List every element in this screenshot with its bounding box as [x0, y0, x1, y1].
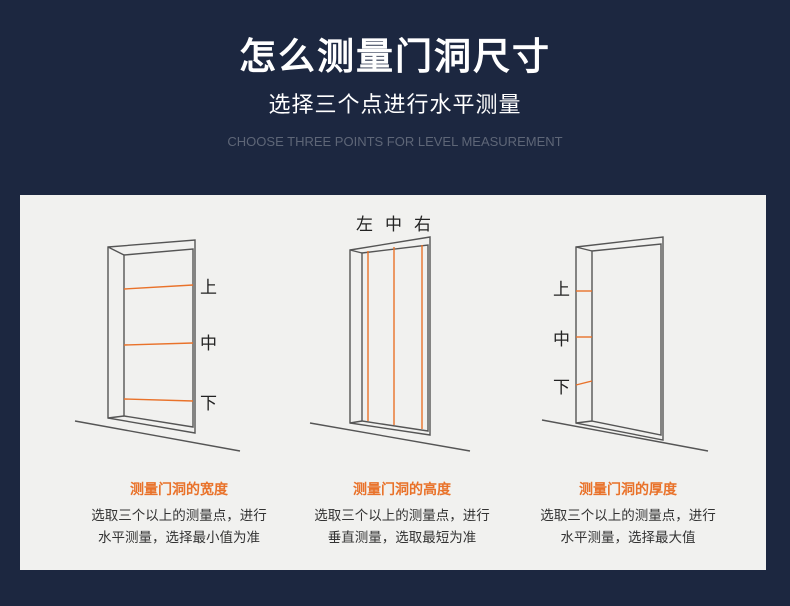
mark-right: 右	[414, 215, 431, 235]
frame-bottom-depth	[575, 420, 593, 424]
frame-bottom-depth	[107, 415, 125, 419]
floor-line	[309, 422, 471, 452]
diagram-width	[74, 239, 241, 452]
caption-thickness: 测量门洞的厚度 选取三个以上的测量点，进行 水平测量，选择最大值	[513, 479, 743, 549]
caption-line: 水平测量，选择最小值为准	[98, 530, 260, 546]
mark-bottom: 下	[553, 378, 570, 398]
floor-line	[541, 419, 709, 452]
door-frame-outer	[575, 236, 664, 441]
floor-line	[74, 420, 241, 452]
header: 怎么测量门洞尺寸 选择三个点进行水平测量 CHOOSE THREE POINTS…	[0, 0, 790, 190]
diagram-thickness	[541, 236, 709, 452]
door-diagrams: 上 中 下 左 中 右 上 中 下	[74, 215, 709, 452]
page-subtitle: 选择三个点进行水平测量	[268, 93, 522, 118]
mark-left: 左	[356, 215, 373, 235]
caption-line: 选取三个以上的测量点，进行	[314, 508, 490, 524]
mark-top: 上	[553, 280, 570, 300]
measure-line-bottom	[575, 380, 593, 386]
caption-width: 测量门洞的宽度 选取三个以上的测量点，进行 水平测量，选择最小值为准	[64, 479, 294, 549]
frame-bottom-depth	[349, 420, 363, 424]
measure-line-bottom	[123, 398, 194, 402]
frame-top-depth	[349, 249, 363, 254]
caption-height: 测量门洞的高度 选取三个以上的测量点，进行 垂直测量，选取最短为准	[287, 479, 517, 549]
caption-title: 测量门洞的高度	[353, 482, 451, 498]
mark-middle: 中	[553, 330, 570, 350]
caption-line: 垂直测量，选取最短为准	[327, 530, 477, 546]
caption-title: 测量门洞的厚度	[579, 482, 677, 498]
caption-line: 选取三个以上的测量点，进行	[91, 508, 267, 524]
diagram-height	[309, 236, 471, 452]
door-frame-inner	[361, 244, 429, 432]
diagram-panel: 上 中 下 左 中 右 上 中 下	[20, 195, 766, 570]
mark-bottom: 下	[200, 394, 217, 414]
caption-line: 选取三个以上的测量点，进行	[540, 508, 716, 524]
measure-line-top	[123, 284, 194, 290]
frame-top-depth	[575, 246, 593, 252]
mark-middle: 中	[200, 334, 217, 354]
measure-line-middle	[123, 342, 194, 346]
caption-title: 测量门洞的宽度	[130, 482, 228, 498]
door-frame-outer	[107, 239, 196, 434]
english-subtitle: CHOOSE THREE POINTS FOR LEVEL MEASUREMEN…	[227, 134, 563, 149]
door-frame-inner	[591, 243, 662, 436]
door-frame-outer	[349, 236, 431, 436]
mark-top: 上	[200, 278, 217, 298]
frame-top-depth	[107, 246, 125, 256]
caption-line: 水平测量，选择最大值	[560, 530, 696, 546]
mark-middle: 中	[385, 215, 402, 235]
door-frame-inner	[123, 248, 194, 428]
page-title: 怎么测量门洞尺寸	[239, 35, 551, 78]
